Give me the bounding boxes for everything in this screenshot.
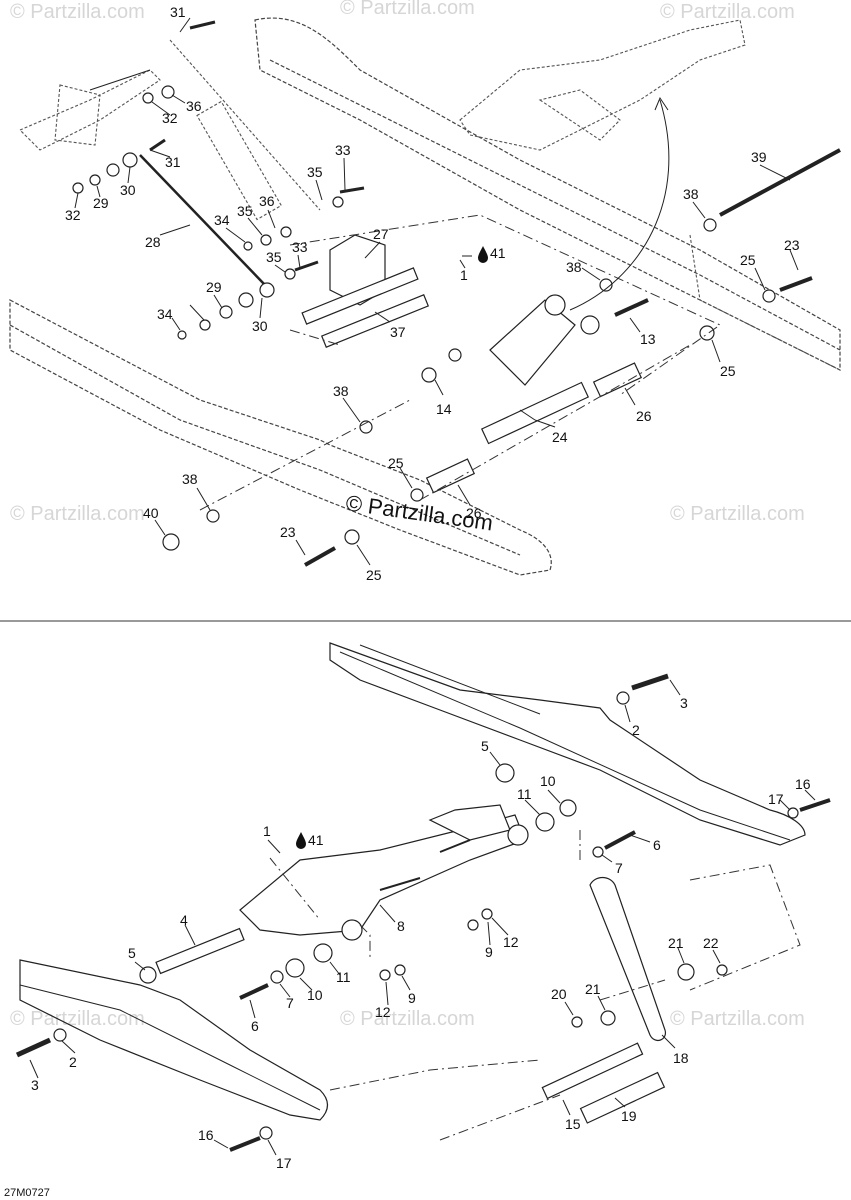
callout-16: 16	[198, 1127, 214, 1143]
callout-23: 23	[280, 524, 296, 540]
callout-15: 15	[565, 1116, 581, 1132]
callout-27: 27	[373, 226, 389, 242]
callout-33: 33	[292, 239, 308, 255]
callout-38: 38	[333, 383, 349, 399]
callout-21: 21	[585, 981, 601, 997]
callout-33: 33	[335, 142, 351, 158]
callout-35: 35	[237, 203, 253, 219]
callout-7: 7	[286, 995, 294, 1011]
callout-25: 25	[388, 455, 404, 471]
callout-20: 20	[551, 986, 567, 1002]
callout-40: 40	[143, 505, 159, 521]
callout-32: 32	[162, 110, 178, 126]
top-assembly: 31 32 36 31 30 29 32 28 33 35 36 35 34 3…	[9, 4, 841, 583]
oil-drop-icon	[478, 246, 488, 263]
callout-36: 36	[259, 193, 275, 209]
watermark: © Partzilla.com	[10, 503, 145, 525]
callout-35: 35	[307, 164, 323, 180]
callout-9: 9	[408, 990, 416, 1006]
callout-25: 25	[366, 567, 382, 583]
callout-36: 36	[186, 98, 202, 114]
watermark: © Partzilla.com	[660, 1, 795, 23]
callout-28: 28	[145, 234, 161, 250]
callout-19: 19	[621, 1108, 637, 1124]
callout-25: 25	[720, 363, 736, 379]
callout-8: 8	[397, 918, 405, 934]
callout-26: 26	[466, 505, 482, 521]
leader-lines-bottom	[29, 679, 816, 1156]
callout-31: 31	[170, 4, 186, 20]
bottom-callouts: 3 2 5 10 11 1 41 6 7 16 17 8 4 5 11 10 7…	[31, 695, 811, 1171]
callout-29: 29	[93, 195, 109, 211]
callout-6: 6	[653, 837, 661, 853]
callout-9: 9	[485, 944, 493, 960]
callout-2: 2	[632, 722, 640, 738]
watermark-layer: © Partzilla.com © Partzilla.com © Partzi…	[10, 0, 805, 1030]
callout-30: 30	[120, 182, 136, 198]
callout-17: 17	[276, 1155, 292, 1171]
watermark: © Partzilla.com	[340, 0, 475, 19]
callout-34: 34	[214, 212, 230, 228]
top-callouts: 31 32 36 31 30 29 32 28 33 35 36 35 34 3…	[65, 4, 800, 583]
callout-31: 31	[165, 154, 181, 170]
watermark: © Partzilla.com	[10, 1008, 145, 1030]
callout-12: 12	[503, 934, 519, 950]
callout-10: 10	[540, 773, 556, 789]
watermark: © Partzilla.com	[10, 1, 145, 23]
bottom-assembly: 3 2 5 10 11 1 41 6 7 16 17 8 4 5 11 10 7…	[15, 642, 831, 1171]
callout-30: 30	[252, 318, 268, 334]
callout-24: 24	[552, 429, 568, 445]
callout-12: 12	[375, 1004, 391, 1020]
callout-3: 3	[680, 695, 688, 711]
callout-10: 10	[307, 987, 323, 1003]
callout-32: 32	[65, 207, 81, 223]
oil-drop-icon	[296, 832, 306, 849]
callout-18: 18	[673, 1050, 689, 1066]
callout-5: 5	[481, 738, 489, 754]
callout-2: 2	[69, 1054, 77, 1070]
callout-22: 22	[703, 935, 719, 951]
callout-17: 17	[768, 791, 784, 807]
callout-6: 6	[251, 1018, 259, 1034]
callout-38: 38	[683, 186, 699, 202]
callout-11: 11	[336, 969, 351, 985]
callout-38: 38	[566, 259, 582, 275]
callout-41: 41	[490, 245, 506, 261]
callout-14: 14	[436, 401, 452, 417]
callout-5: 5	[128, 945, 136, 961]
callout-38: 38	[182, 471, 198, 487]
callout-23: 23	[784, 237, 800, 253]
callout-11: 11	[517, 786, 532, 802]
watermark: © Partzilla.com	[340, 1008, 475, 1030]
callout-3: 3	[31, 1077, 39, 1093]
watermark: © Partzilla.com	[670, 503, 805, 525]
callout-37: 37	[390, 324, 406, 340]
callout-1: 1	[263, 823, 271, 839]
callout-35: 35	[266, 249, 282, 265]
leader-lines	[74, 17, 799, 566]
callout-25: 25	[740, 252, 756, 268]
callout-39: 39	[751, 149, 767, 165]
callout-21: 21	[668, 935, 684, 951]
callout-26: 26	[636, 408, 652, 424]
callout-13: 13	[640, 331, 656, 347]
callout-29: 29	[206, 279, 222, 295]
drawing-code: 27M0727	[4, 1187, 50, 1199]
callout-7: 7	[615, 860, 623, 876]
callout-34: 34	[157, 306, 173, 322]
callout-4: 4	[180, 912, 188, 928]
callout-41: 41	[308, 832, 324, 848]
watermark: © Partzilla.com	[670, 1008, 805, 1030]
callout-1: 1	[460, 267, 468, 283]
callout-16: 16	[795, 776, 811, 792]
